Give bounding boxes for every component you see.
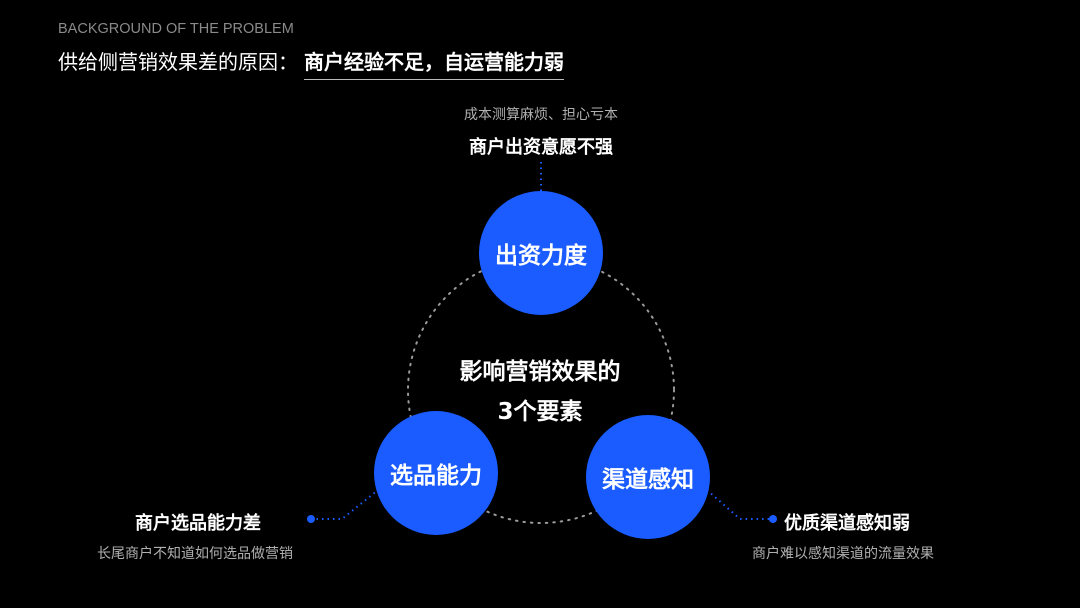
factor-label-channel: 优质渠道感知弱 [784, 513, 910, 534]
factor-note-funding: 成本测算麻烦、担心亏本 [464, 107, 618, 123]
factor-circle-funding: 出资力度 [479, 191, 603, 315]
factor-circle-selection: 选品能力 [374, 411, 498, 535]
dotted-ring [407, 256, 675, 524]
eyebrow-text: BACKGROUND OF THE PROBLEM [58, 21, 294, 37]
page-title: 供给侧营销效果差的原因：商户经验不足，自运营能力弱 [58, 46, 564, 80]
title-prefix: 供给侧营销效果差的原因： [58, 50, 298, 74]
factor-label-selection: 商户选品能力差 [135, 513, 261, 534]
title-emphasis: 商户经验不足，自运营能力弱 [304, 50, 564, 80]
connector-left [311, 489, 379, 520]
connector-right-dot [769, 515, 777, 523]
factor-note-selection: 长尾商户不知道如何选品做营销 [97, 546, 293, 562]
connector-right [706, 489, 773, 520]
factor-circle-channel: 渠道感知 [586, 415, 710, 539]
center-text: 影响营销效果的 3个要素 [420, 352, 660, 432]
center-line1: 影响营销效果的 [459, 359, 621, 385]
factor-label-funding: 商户出资意愿不强 [469, 137, 613, 158]
factor-note-channel: 商户难以感知渠道的流量效果 [752, 546, 934, 562]
center-line2: 3个要素 [497, 399, 583, 425]
connector-left-dot [307, 515, 315, 523]
